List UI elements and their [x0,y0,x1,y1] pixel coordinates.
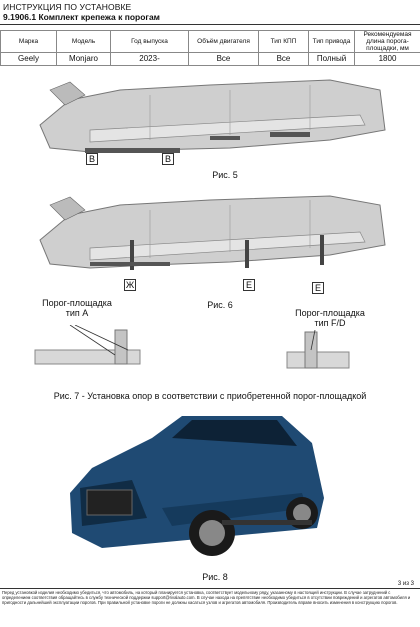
spec-cell: Все [258,52,309,66]
fig7-caption: Рис. 7 - Установка опор в соответствии с… [53,391,367,401]
fig7-step-type-a-drawing [34,325,141,365]
fig7-label-fd-line1: Порог-площадка [295,308,365,318]
fig7-label-a: Порог-площадка тип А [32,298,122,318]
fig6-underbody-drawing [39,195,386,270]
fig5-underbody-drawing [39,79,386,153]
spec-col-drive: Тип привода [308,30,355,53]
page-number: 3 из 3 [397,581,414,587]
fig7-label-a-line1: Порог-площадка [42,298,112,308]
spec-table: Марка Модель Год выпуска Объём двигателя… [0,30,420,66]
spec-cell: 1800 [354,52,420,66]
spec-col-model: Модель [56,30,111,53]
fig8-caption: Рис. 8 [202,572,228,582]
fig5-marker-b1: B [86,153,98,165]
header-divider [0,24,420,25]
fig7-label-fd-line2: тип F/D [314,318,346,328]
spec-data-row: Geely Monjaro 2023- Все Все Полный 1800 [0,52,420,66]
fig7-label-a-line2: тип А [65,308,89,318]
fig6-marker-zh: Ж [124,279,136,291]
footer-disclaimer: Перед установкой изделия необходимо убед… [2,590,411,605]
fig8-car-photo [70,416,324,556]
fig7-step-type-fd-drawing [286,330,350,369]
spec-col-length: Рекомендуемая длина порога-площадки, мм [354,30,420,53]
header-title: 9.1906.1 Комплект крепежа к порогам [3,12,160,22]
spec-cell: 2023- [110,52,189,66]
spec-cell: Monjaro [56,52,111,66]
fig6-marker-e1: E [243,279,255,291]
header-line1: ИНСТРУКЦИЯ ПО УСТАНОВКЕ [3,2,132,12]
fig5-marker-b2: B [162,153,174,165]
spec-col-gearbox: Тип КПП [258,30,309,53]
footer-divider [0,588,420,589]
spec-col-engine: Объём двигателя [188,30,259,53]
spec-col-year: Год выпуска [110,30,189,53]
spec-header-row: Марка Модель Год выпуска Объём двигателя… [0,30,420,53]
spec-cell: Geely [0,52,57,66]
spec-cell: Все [188,52,259,66]
spec-cell: Полный [308,52,355,66]
fig6-marker-e2: E [312,282,324,294]
fig6-caption: Рис. 6 [207,300,233,310]
spec-col-brand: Марка [0,30,57,53]
fig5-caption: Рис. 5 [212,170,238,180]
fig7-label-fd: Порог-площадка тип F/D [280,308,380,328]
